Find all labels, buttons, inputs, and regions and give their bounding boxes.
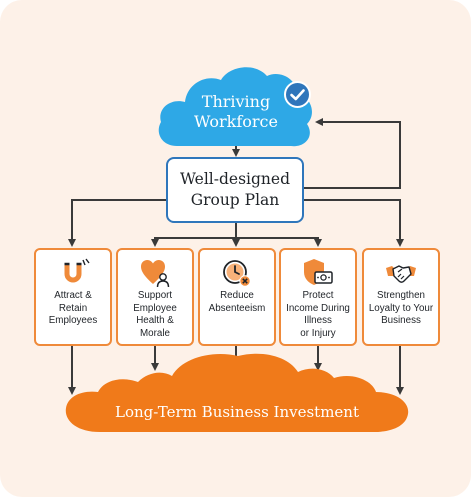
bottom-cloud-label: Long-Term Business Investment [115,403,359,421]
branch-left-outer [68,199,166,247]
benefit-2-line-3: Health & [136,315,174,326]
benefit-support-health: Support Employee Health & Morale [116,248,194,346]
plan-line-1: Well-designed [180,170,290,188]
top-cloud-line-2: Workforce [194,112,278,131]
benefit-2-line-1: Support [137,290,173,301]
benefit-5-line-3: Business [381,315,421,326]
benefit-5-line-2: Loyalty to Your [368,302,434,314]
benefit-4-line-2: Income During [286,302,350,314]
magnet-icon [64,258,90,283]
shield-cash-icon [304,259,333,285]
benefit-1-line-2: Retain [58,302,88,314]
benefit-reduce-absenteeism: Reduce Absenteeism [198,248,276,346]
benefit-5-line-1: Strengthen [377,290,425,301]
handshake-icon [386,265,416,283]
heart-person-icon [141,260,170,288]
top-cloud-line-1: Thriving [201,92,271,111]
bottom-cloud-shape [65,353,409,432]
benefit-attract-retain: Attract & Retain Employees [34,248,112,346]
benefit-protect-income: Protect Income During Illness or Injury [279,248,357,346]
top-cloud-shape [158,67,312,147]
benefit-3-line-2: Absenteeism [208,302,266,314]
benefit-3-line-1: Reduce [220,290,254,301]
benefit-4-line-4: or Injury [300,327,336,339]
benefit-2-line-4: Morale [140,327,170,339]
benefit-4-line-3: Illness [304,315,332,326]
top-cloud-label: Thriving Workforce [158,92,314,132]
plan-line-2: Group Plan [190,191,280,209]
benefit-4-line-1: Protect [302,290,334,301]
checkmark-icon [284,81,311,108]
clock-x-icon [223,260,251,287]
benefit-1-line-3: Employees [48,315,98,326]
arrow-feedback-loop [304,118,401,189]
group-plan-box: Well-designed Group Plan [166,157,304,223]
benefit-strengthen-loyalty: Strengthen Loyalty to Your Business [362,248,440,346]
branch-right-outer [304,199,404,247]
benefit-1-line-1: Attract & [54,290,92,301]
benefit-2-line-2: Employee [133,302,177,314]
